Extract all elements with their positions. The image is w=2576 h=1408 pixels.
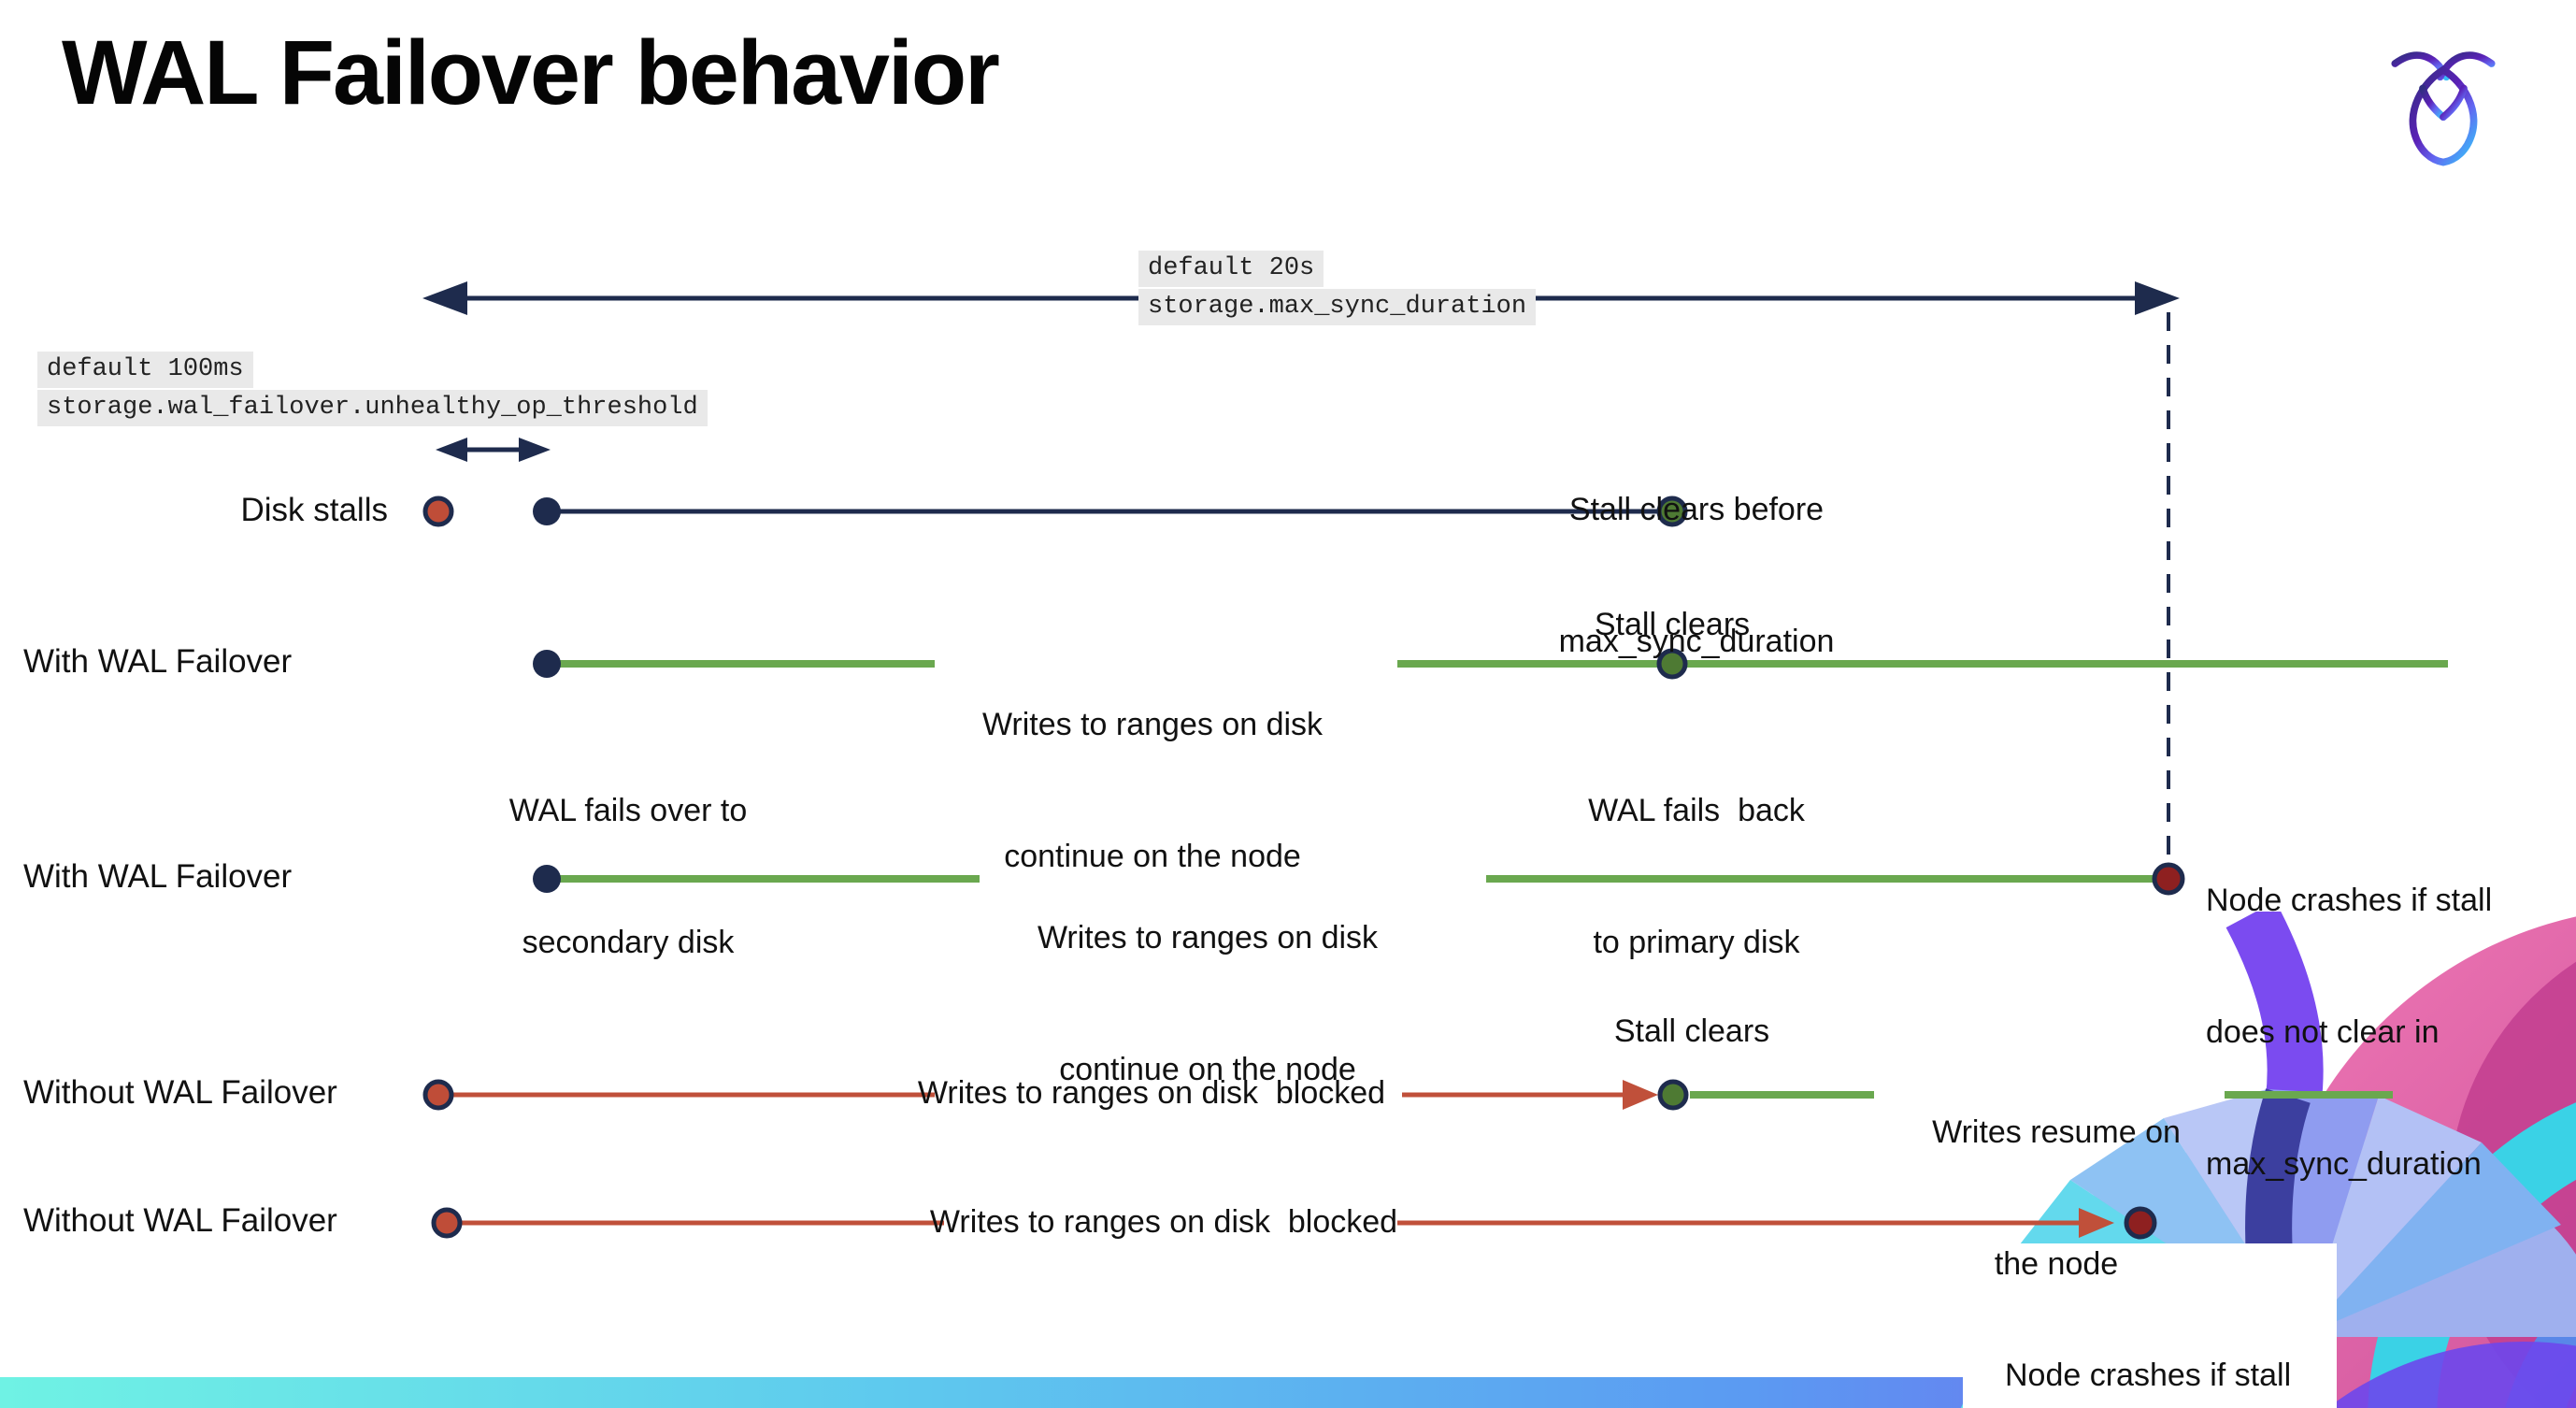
- annotation-wal-fails-back: WAL fails back to primary disk: [1588, 793, 1805, 960]
- arrowhead-left-icon: [422, 281, 467, 315]
- failover-dot: [533, 865, 561, 893]
- config-label-max-sync-duration: default 20s storage.max_sync_duration: [1138, 251, 1537, 327]
- purple-ring-shape: [2327, 1342, 2576, 1408]
- red-arrowhead-icon: [2079, 1208, 2114, 1238]
- stall-start-dot: [422, 496, 454, 527]
- annotation-writes-continue-2: Writes to ranges on disk continue on the…: [1037, 920, 1379, 1087]
- config-default-value: default 100ms: [37, 352, 253, 388]
- crash-note-line: Node crashes if stall: [2005, 1358, 2292, 1393]
- annotation-node-crashes-right: Node crashes if stall does not clear in …: [2206, 883, 2493, 1182]
- arrowhead-right-icon: [2135, 281, 2180, 315]
- config-default-value: default 20s: [1138, 251, 1324, 287]
- node-crash-dot: [2152, 862, 2185, 896]
- cockroachdb-logo-icon: [2391, 51, 2496, 166]
- arrowhead-right-icon: [519, 438, 551, 462]
- annotation-stall-clears-2: Stall clears: [1613, 1013, 1770, 1049]
- row-label-without-wal-failover-1: Without WAL Failover: [23, 1074, 337, 1111]
- row-label-disk-stalls: Disk stalls: [240, 492, 388, 528]
- config-setting-name: storage.max_sync_duration: [1138, 289, 1537, 325]
- failover-dot: [533, 650, 561, 678]
- annotation-wal-fails-over: WAL fails over to secondary disk: [508, 793, 748, 960]
- stall-start-dot: [431, 1207, 463, 1239]
- stall-start-dot: [422, 1079, 454, 1111]
- annotation-writes-blocked-2: Writes to ranges on disk blocked: [929, 1204, 1398, 1240]
- annotation-writes-continue-1: Writes to ranges on disk continue on the…: [981, 707, 1324, 874]
- page-title: WAL Failover behavior: [62, 22, 1000, 123]
- node-crash-dot: [2124, 1206, 2157, 1240]
- annotation-stall-clears-before: Stall clears before max_sync_duration: [1558, 492, 1835, 659]
- failover-threshold-dot: [533, 497, 561, 525]
- annotation-writes-blocked-1: Writes to ranges on disk blocked: [917, 1075, 1386, 1111]
- row-label-with-wal-failover-1: With WAL Failover: [23, 643, 293, 680]
- config-setting-name: storage.wal_failover.unhealthy_op_thresh…: [37, 390, 708, 426]
- row-label-without-wal-failover-2: Without WAL Failover: [23, 1202, 337, 1239]
- config-label-unhealthy-op-threshold: default 100ms storage.wal_failover.unhea…: [37, 352, 708, 428]
- stall-clear-dot: [1657, 1079, 1689, 1111]
- row-label-with-wal-failover-2: With WAL Failover: [23, 858, 293, 895]
- crash-note-box: Node crashes if stall does not clear in …: [1963, 1243, 2337, 1408]
- annotation-stall-clears-1: Stall clears: [1594, 607, 1751, 642]
- red-arrowhead-icon: [1623, 1080, 1658, 1110]
- stall-clear-dot: [1656, 496, 1688, 527]
- arrowhead-left-icon: [436, 438, 467, 462]
- annotation-writes-resume: Writes resume on the node: [1932, 1114, 2181, 1282]
- stall-clear-dot: [1656, 648, 1688, 680]
